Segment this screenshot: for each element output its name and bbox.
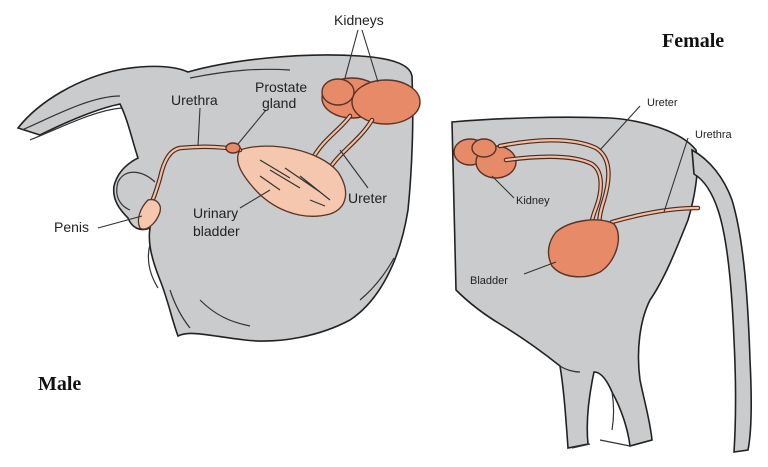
male-cat-figure: Kidneys Prostate gland Urethra Penis Uri…	[18, 12, 420, 395]
female-cat-tail	[692, 150, 751, 452]
label-urinary-line2: bladder	[193, 223, 240, 239]
label-urethra-female: Urethra	[695, 129, 733, 141]
label-kidneys-male: Kidneys	[334, 12, 384, 28]
label-kidney-female: Kidney	[516, 195, 550, 207]
title-male: Male	[38, 373, 81, 395]
title-female: Female	[662, 30, 724, 52]
label-penis: Penis	[54, 219, 89, 235]
female-cat-figure: Ureter Urethra Kidney Bladder Female	[452, 30, 751, 452]
male-prostate-gland	[226, 143, 240, 153]
label-prostate-line1: Prostate	[255, 79, 307, 95]
label-urethra-male: Urethra	[171, 92, 218, 108]
label-ureter-female: Ureter	[647, 97, 678, 109]
label-bladder-female: Bladder	[470, 275, 508, 287]
label-ureter-male: Ureter	[348, 190, 387, 206]
label-prostate-line2: gland	[262, 95, 296, 111]
label-urinary-line1: Urinary	[193, 205, 238, 221]
